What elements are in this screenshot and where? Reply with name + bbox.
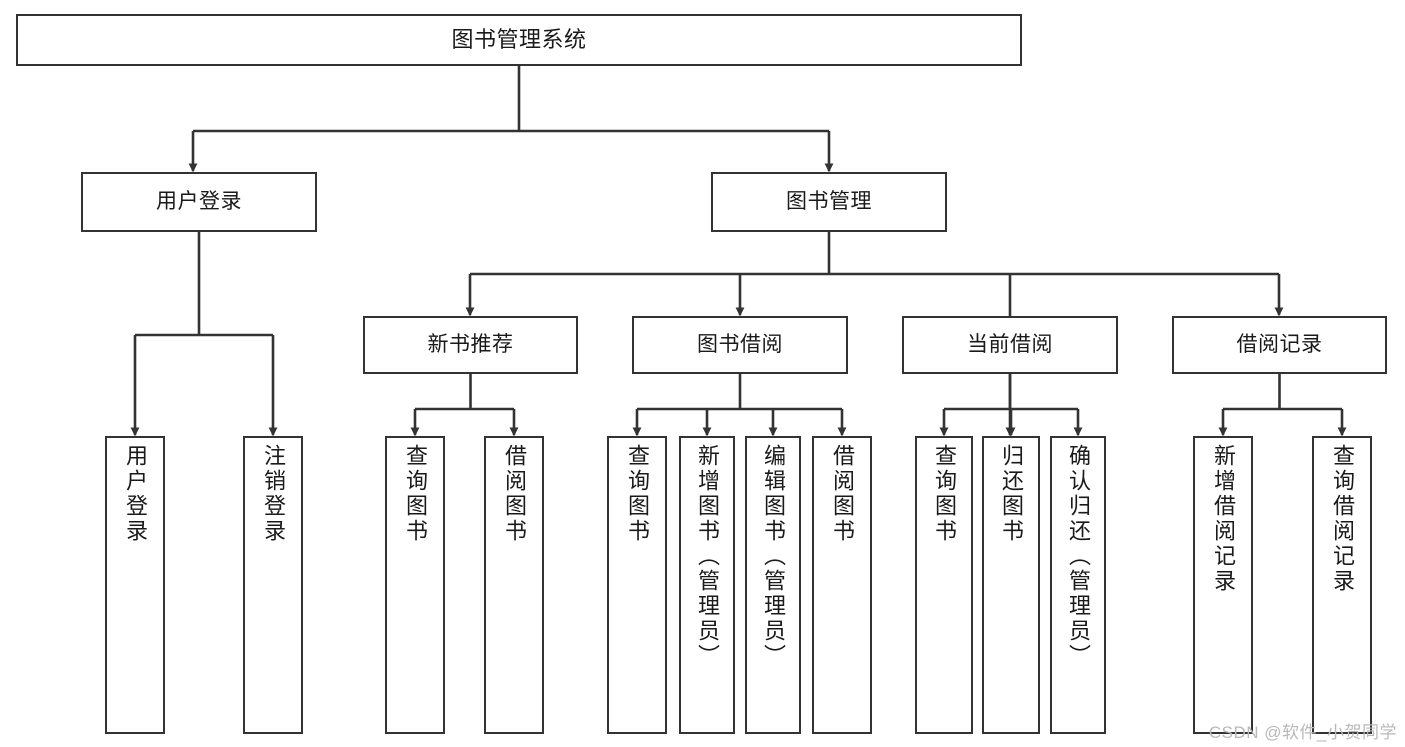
node-label: 用户登录: [156, 189, 242, 213]
node-label: 查询图书: [403, 444, 428, 544]
node-leaf-confirm-return[interactable]: 确认归还（管理员）: [1050, 436, 1106, 734]
watermark-label: CSDN @软件_小贺同学: [1208, 723, 1397, 742]
node-label: 当前借阅: [967, 332, 1053, 356]
node-label: 用户登录: [123, 444, 148, 544]
node-leaf-query-book-3[interactable]: 查询图书: [915, 436, 973, 734]
node-label: 查询图书: [625, 444, 650, 544]
node-leaf-user-logout[interactable]: 注销登录: [243, 436, 303, 734]
node-label: 查询借阅记录: [1330, 444, 1355, 594]
node-label: 归还图书: [999, 444, 1024, 544]
node-leaf-borrow-book-1[interactable]: 借阅图书: [484, 436, 544, 734]
node-user-login[interactable]: 用户登录: [81, 172, 317, 232]
node-borrow-record[interactable]: 借阅记录: [1172, 316, 1387, 374]
node-leaf-query-book-2[interactable]: 查询图书: [607, 436, 667, 734]
node-label: 注销登录: [261, 444, 286, 544]
node-label: 编辑图书（管理员）: [761, 444, 786, 669]
node-label: 新增借阅记录: [1211, 444, 1236, 594]
node-book-borrow[interactable]: 图书借阅: [632, 316, 848, 374]
node-label: 借阅图书: [830, 444, 855, 544]
node-leaf-query-book-1[interactable]: 查询图书: [385, 436, 445, 734]
node-label: 确认归还（管理员）: [1066, 444, 1091, 669]
node-label: 图书管理系统: [451, 27, 587, 53]
node-label: 借阅图书: [502, 444, 527, 544]
node-leaf-query-record[interactable]: 查询借阅记录: [1312, 436, 1372, 734]
node-leaf-return-book[interactable]: 归还图书: [982, 436, 1040, 734]
node-label: 图书借阅: [697, 332, 783, 356]
node-book-manage[interactable]: 图书管理: [711, 172, 947, 232]
edge-group: [130, 66, 1347, 437]
node-leaf-edit-book[interactable]: 编辑图书（管理员）: [745, 436, 801, 734]
node-label: 借阅记录: [1236, 332, 1323, 356]
node-leaf-borrow-book-2[interactable]: 借阅图书: [812, 436, 872, 734]
node-label: 图书管理: [786, 189, 872, 213]
node-leaf-user-login[interactable]: 用户登录: [105, 436, 165, 734]
node-label: 新增图书（管理员）: [695, 444, 720, 669]
node-root[interactable]: 图书管理系统: [16, 14, 1022, 66]
node-leaf-add-book[interactable]: 新增图书（管理员）: [679, 436, 735, 734]
node-leaf-add-record[interactable]: 新增借阅记录: [1193, 436, 1253, 734]
node-label: 新书推荐: [427, 332, 514, 356]
node-current-borrow[interactable]: 当前借阅: [902, 316, 1118, 374]
node-label: 查询图书: [932, 444, 957, 544]
node-new-book-rec[interactable]: 新书推荐: [363, 316, 578, 374]
